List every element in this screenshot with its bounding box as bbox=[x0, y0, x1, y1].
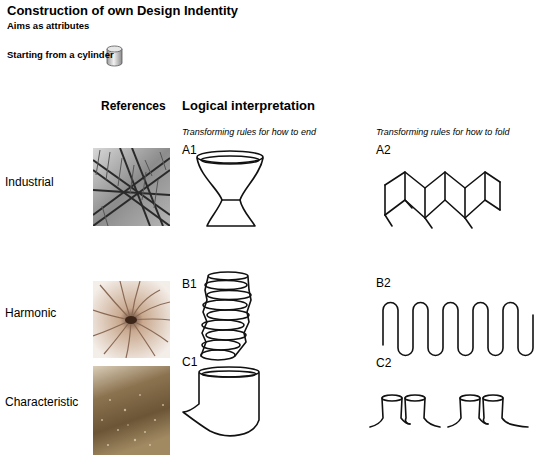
photo-background bbox=[93, 281, 170, 358]
diagram-label: C2 bbox=[376, 357, 391, 371]
diagram-label: Transforming rules for how to end bbox=[182, 127, 316, 137]
characteristic-photo bbox=[93, 366, 170, 455]
diagram-label: A2 bbox=[376, 144, 391, 158]
harmonic-photo bbox=[93, 281, 170, 358]
photo-background bbox=[93, 148, 170, 226]
texture-specks bbox=[101, 394, 164, 446]
fold-sketch-a2 bbox=[385, 172, 500, 228]
end-sketch-a1 bbox=[197, 151, 263, 226]
diagram-label: Aims as attributes bbox=[7, 21, 89, 32]
diagram-label: Logical interpretation bbox=[182, 99, 315, 114]
diagram-title: Construction of own Design Indentity bbox=[7, 4, 238, 19]
rail-sleepers bbox=[96, 150, 166, 226]
diagram-label: Characteristic bbox=[5, 396, 78, 410]
diagram-label: A1 bbox=[182, 144, 197, 158]
photo-background bbox=[93, 366, 170, 455]
diagram-label: B2 bbox=[376, 277, 391, 291]
diagram-label: References bbox=[101, 100, 166, 114]
diagram-label: Harmonic bbox=[5, 307, 56, 321]
diagram-label: Industrial bbox=[5, 176, 54, 190]
industrial-photo bbox=[93, 148, 170, 226]
end-sketch-b1 bbox=[201, 272, 251, 360]
diagram-label: Starting from a cylinder bbox=[7, 50, 114, 61]
diagram-label: Transforming rules for how to fold bbox=[376, 127, 509, 137]
spiral-petals bbox=[93, 281, 170, 358]
diagram-label: B1 bbox=[182, 278, 197, 292]
diagram-label: C1 bbox=[182, 356, 197, 370]
fold-sketch-c2 bbox=[370, 395, 528, 427]
end-sketch-c1 bbox=[183, 367, 259, 436]
spiral-center bbox=[125, 316, 137, 324]
rail-lines bbox=[93, 148, 170, 226]
fold-sketch-b2 bbox=[383, 303, 533, 356]
